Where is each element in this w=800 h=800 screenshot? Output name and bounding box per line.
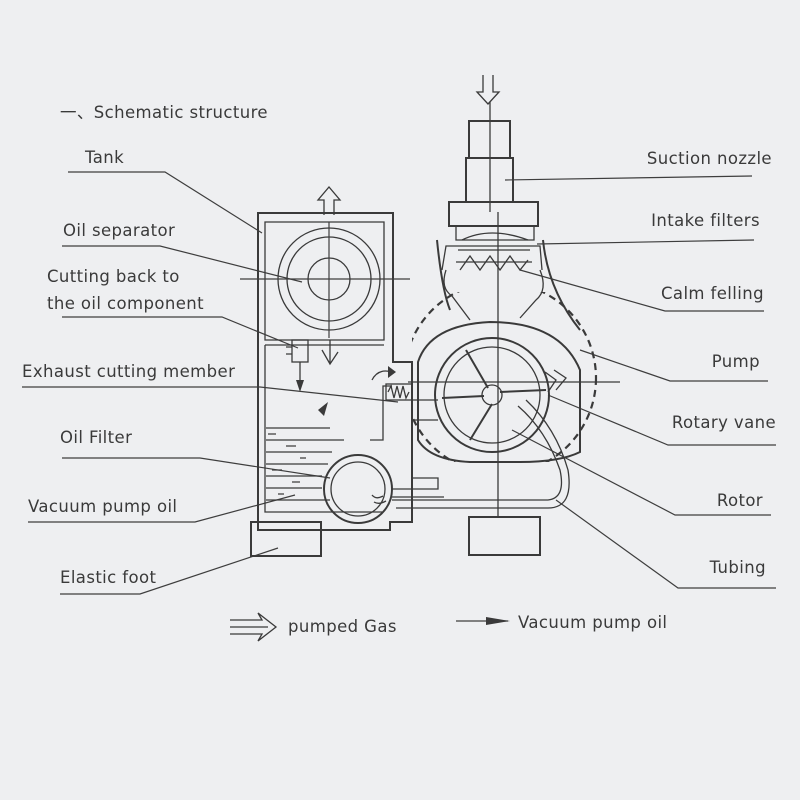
- rotor: [434, 337, 550, 453]
- label-suction-nozzle: Suction nozzle: [647, 149, 772, 168]
- exhaust-pipe: [412, 399, 438, 421]
- exhaust-gas-arrow-icon: [316, 185, 342, 215]
- suction-nozzle: [465, 102, 514, 212]
- label-oil-separator: Oil separator: [63, 221, 175, 240]
- legend-gas-arrow-icon: [230, 612, 278, 642]
- diagram-title: 一、Schematic structure: [60, 103, 268, 122]
- label-cutting-back-line1: Cutting back to: [47, 267, 180, 286]
- vacuum-pump-oil-level: [266, 427, 344, 501]
- pump-body: [417, 320, 581, 463]
- rotary-vane: [408, 369, 620, 393]
- oil-filter: [323, 454, 444, 524]
- label-cutting-back-line2: the oil component: [47, 294, 204, 313]
- leader-lines: [22, 171, 776, 595]
- label-calm-felling: Calm felling: [661, 284, 764, 303]
- label-intake-filters: Intake filters: [651, 211, 760, 230]
- oil-return-valve: [286, 339, 339, 392]
- elastic-foot-left: [250, 521, 322, 557]
- label-tank: Tank: [84, 148, 124, 167]
- label-elastic-foot: Elastic foot: [60, 568, 156, 587]
- elastic-foot-right: [468, 516, 541, 556]
- label-rotor: Rotor: [717, 491, 763, 510]
- label-vacuum-pump-oil: Vacuum pump oil: [28, 497, 177, 516]
- intake-filter: [441, 201, 543, 271]
- label-tubing: Tubing: [709, 558, 766, 577]
- label-rotary-vane: Rotary vane: [672, 413, 776, 432]
- label-exhaust-cutting-member: Exhaust cutting member: [22, 362, 235, 381]
- exhaust-valve: [370, 366, 413, 441]
- oil-flow-arrow-icon: [318, 402, 328, 416]
- pump-housing: [412, 239, 598, 462]
- calm-felling-spring: [443, 249, 544, 321]
- intake-gas-arrow-icon: [475, 75, 501, 105]
- oil-separator: [240, 222, 410, 338]
- legend-oil-arrow-icon: [456, 617, 510, 625]
- label-pump: Pump: [712, 352, 760, 371]
- legend-pumped-gas: pumped Gas: [288, 617, 397, 636]
- label-oil-filter: Oil Filter: [60, 428, 132, 447]
- legend-vacuum-pump-oil: Vacuum pump oil: [518, 613, 667, 632]
- tubing: [392, 399, 570, 509]
